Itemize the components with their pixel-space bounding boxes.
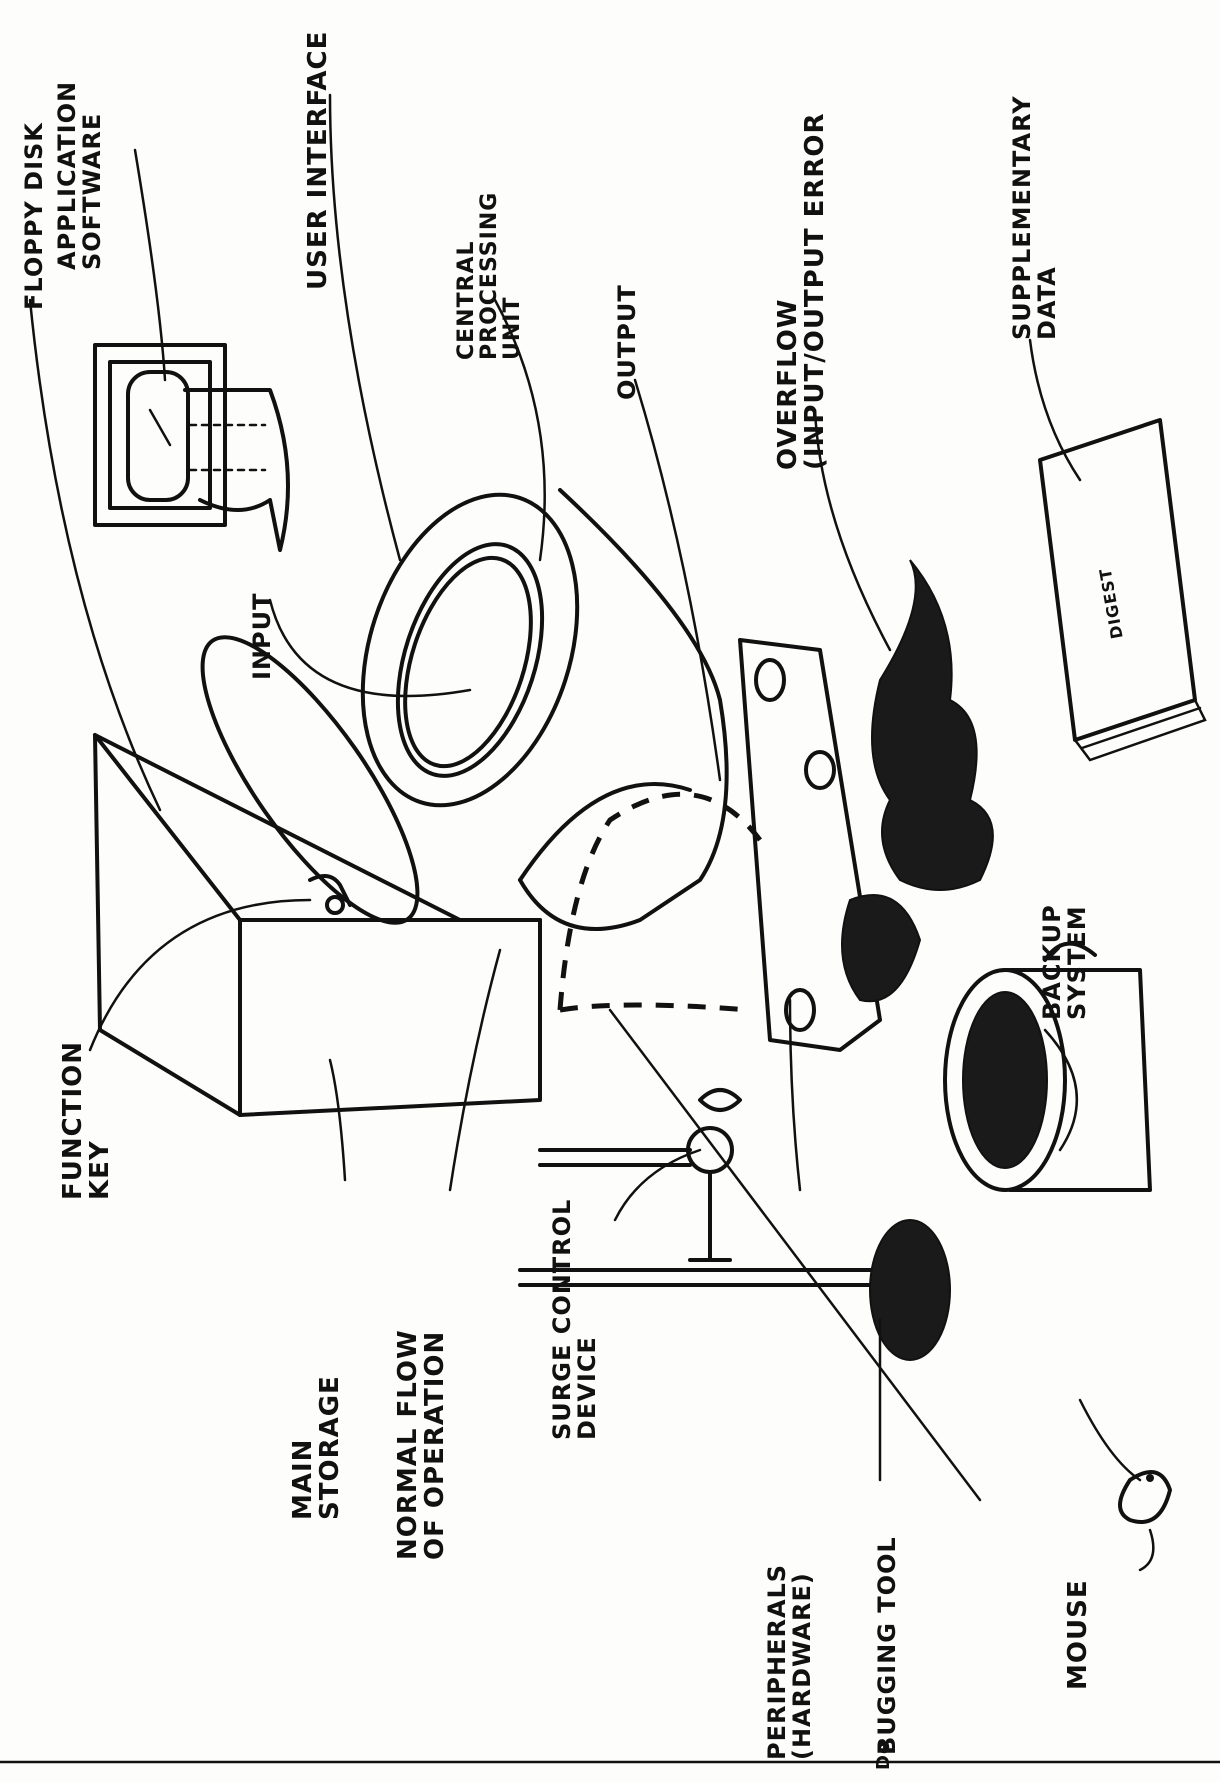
label-margin-mark: De bbox=[875, 1741, 894, 1770]
label-mouse: MOUSE bbox=[1065, 1579, 1092, 1690]
label-main-storage: MAIN STORAGE bbox=[290, 1375, 345, 1520]
label-normal-flow: NORMAL FLOW OF OPERATION bbox=[395, 1329, 450, 1560]
label-user-interface: USER INTERFACE bbox=[305, 31, 332, 290]
label-bugging-tool: BUGGING TOOL bbox=[875, 1536, 900, 1755]
label-overflow: OVERFLOW (INPUT/OUTPUT ERROR bbox=[775, 112, 830, 470]
normal-flow-arrow bbox=[560, 794, 760, 1010]
supplementary-data-book bbox=[1040, 420, 1205, 760]
label-supplementary-data: SUPPLEMENTARY DATA bbox=[1010, 95, 1060, 340]
label-surge-control: SURGE CONTROL DEVICE bbox=[550, 1199, 600, 1440]
label-floppy-disk: FLOPPY DISK bbox=[22, 122, 47, 310]
floppy-disk-holder bbox=[95, 345, 288, 550]
normal-flow-arrow-2 bbox=[560, 1005, 750, 1010]
label-application-software: APPLICATION SOFTWARE bbox=[55, 81, 105, 270]
label-function-key: FUNCTION KEY bbox=[60, 1041, 115, 1200]
overflow-puddle bbox=[842, 560, 993, 1001]
label-central-processing-unit: CENTRAL PROCESSING UNIT bbox=[455, 192, 524, 360]
label-input: INPUT bbox=[250, 593, 275, 680]
label-backup-system: BACKUP SYSTEM bbox=[1040, 904, 1090, 1020]
plunger bbox=[700, 1220, 950, 1360]
label-peripherals: PERIPHERALS (HARDWARE) bbox=[765, 1564, 815, 1760]
label-output: OUTPUT bbox=[615, 284, 640, 400]
toilet-bowl bbox=[325, 467, 726, 929]
mouse-animal bbox=[1120, 1472, 1170, 1570]
